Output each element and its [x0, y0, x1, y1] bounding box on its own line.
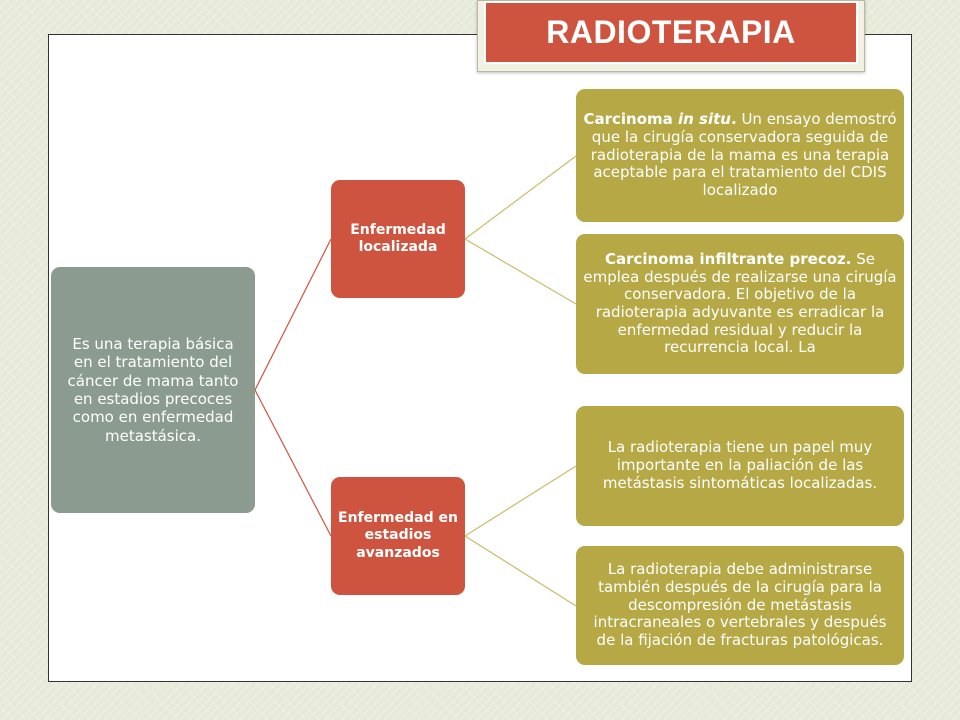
root-node-text: Es una terapia básica en el tratamiento …	[67, 335, 239, 445]
connector-branch-2-leaf-4	[464, 535, 577, 607]
leaf-node-text: Carcinoma infiltrante precoz. Se emplea …	[583, 249, 897, 357]
connector-root-branch-2	[254, 389, 332, 537]
connector-root-branch-1	[254, 238, 332, 391]
title-banner: RADIOTERAPIA	[477, 0, 865, 72]
root-node: Es una terapia básica en el tratamiento …	[51, 267, 255, 513]
leaf-italic-term: in situ	[678, 110, 731, 129]
leaf-body: Se emplea después de realizarse una ciru…	[583, 249, 897, 357]
branch-node-localized: Enfermedad localizada	[331, 180, 465, 298]
leaf-node-text: La radioterapia tiene un papel muy impor…	[602, 438, 878, 492]
branch-node-label: Enfermedad en estadios avanzados	[338, 510, 458, 561]
leaf-node-carcinoma-infiltrante: Carcinoma infiltrante precoz. Se emplea …	[576, 234, 904, 374]
slide-title: RADIOTERAPIA	[484, 1, 858, 64]
leaf-bold-lead: Carcinoma	[583, 110, 678, 129]
leaf-node-text: Carcinoma in situ. Un ensayo demostró qu…	[583, 110, 897, 200]
leaf-node-descompresion: La radioterapia debe administrarse tambi…	[576, 546, 904, 665]
leaf-bold-tail: .	[730, 110, 737, 129]
leaf-node-text: La radioterapia debe administrarse tambi…	[593, 560, 887, 650]
leaf-bold-lead: Carcinoma infiltrante precoz.	[605, 249, 852, 268]
leaf-node-paliacion: La radioterapia tiene un papel muy impor…	[576, 406, 904, 526]
leaf-node-carcinoma-in-situ: Carcinoma in situ. Un ensayo demostró qu…	[576, 89, 904, 222]
connector-branch-1-leaf-1	[464, 155, 577, 240]
connector-branch-2-leaf-3	[464, 465, 577, 537]
connector-branch-1-leaf-2	[464, 238, 577, 305]
branch-node-label: Enfermedad localizada	[350, 221, 446, 255]
branch-node-advanced: Enfermedad en estadios avanzados	[331, 477, 465, 595]
leaf-body: Un ensayo demostró que la cirugía conser…	[590, 110, 897, 200]
